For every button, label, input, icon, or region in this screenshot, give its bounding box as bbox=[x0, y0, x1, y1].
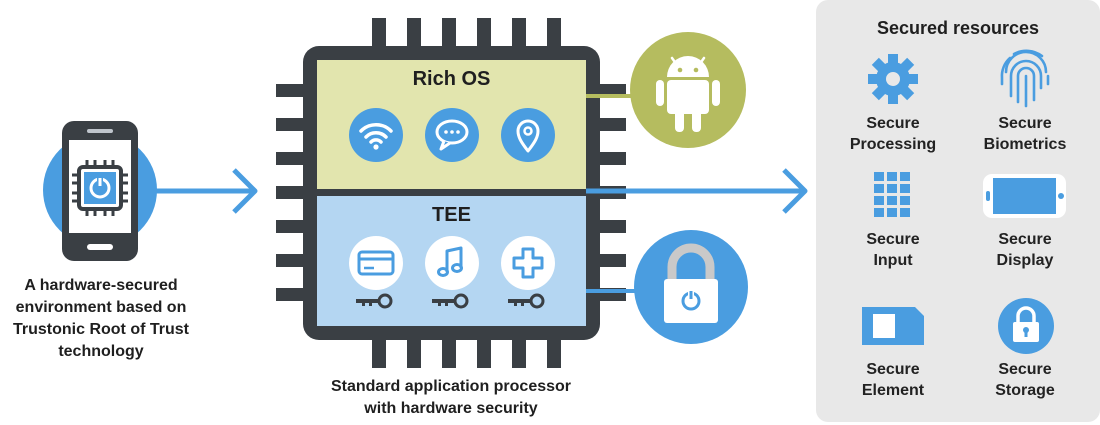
device-caption-line: Trustonic Root of Trust bbox=[13, 321, 189, 338]
resources-title: Secured resources bbox=[876, 18, 1040, 38]
key-icon bbox=[432, 293, 469, 309]
device-caption-line: technology bbox=[58, 343, 144, 360]
resource-label-line: Secure bbox=[998, 231, 1052, 248]
resource-label-line: Biometrics bbox=[983, 136, 1067, 153]
resource-label-line: Secure bbox=[866, 115, 920, 132]
resource-label-secure-processing: Secure Processing bbox=[828, 113, 958, 155]
processor-chip bbox=[276, 18, 626, 368]
resource-label-line: Element bbox=[861, 382, 925, 399]
music-note-icon bbox=[425, 236, 479, 290]
key-icon bbox=[508, 293, 545, 309]
chip-icon bbox=[72, 160, 128, 216]
arrow-to-processor bbox=[152, 168, 258, 214]
display-icon bbox=[983, 174, 1066, 218]
resource-label-line: Secure bbox=[998, 115, 1052, 132]
resource-label-line: Secure bbox=[998, 361, 1052, 378]
arrow-to-resources bbox=[586, 168, 808, 214]
resource-label-secure-display: Secure Display bbox=[960, 229, 1090, 271]
phone-device bbox=[43, 121, 157, 261]
key-icon bbox=[356, 293, 393, 309]
resource-label-secure-input: Secure Input bbox=[828, 229, 958, 271]
location-pin-icon bbox=[501, 108, 555, 162]
fingerprint-icon bbox=[1000, 49, 1050, 108]
storage-lock-icon bbox=[998, 298, 1054, 354]
medical-cross-icon bbox=[501, 236, 555, 290]
android-icon bbox=[630, 32, 746, 148]
processor-caption-line: with hardware security bbox=[364, 400, 538, 417]
resource-label-line: Display bbox=[996, 252, 1054, 269]
chat-bubble-icon bbox=[425, 108, 479, 162]
resource-label-line: Processing bbox=[849, 136, 937, 153]
sim-card-icon bbox=[862, 307, 924, 345]
device-caption-line: A hardware-secured bbox=[24, 277, 178, 294]
rich-os-label: Rich OS bbox=[412, 68, 491, 90]
processor-caption-line: Standard application processor bbox=[330, 378, 572, 395]
resource-label-line: Secure bbox=[866, 361, 920, 378]
tee-label: TEE bbox=[432, 204, 471, 226]
resource-label-line: Secure bbox=[866, 231, 920, 248]
padlock-icon bbox=[634, 230, 748, 344]
device-caption-line: environment based on bbox=[15, 299, 187, 316]
resource-label-secure-storage: Secure Storage bbox=[960, 359, 1090, 401]
keypad-icon bbox=[874, 172, 910, 217]
resource-label-line: Storage bbox=[995, 382, 1055, 399]
phone-speaker bbox=[87, 129, 113, 133]
credit-card-icon bbox=[349, 236, 403, 290]
resource-label-secure-element: Secure Element bbox=[828, 359, 958, 401]
device-caption: A hardware-secured environment based on … bbox=[0, 275, 202, 363]
phone-home-button bbox=[87, 244, 113, 250]
resource-label-line: Input bbox=[873, 252, 913, 269]
gear-icon bbox=[868, 54, 918, 104]
processor-caption: Standard application processor with hard… bbox=[285, 376, 617, 420]
wifi-icon bbox=[349, 108, 403, 162]
resource-label-secure-biometrics: Secure Biometrics bbox=[960, 113, 1090, 155]
